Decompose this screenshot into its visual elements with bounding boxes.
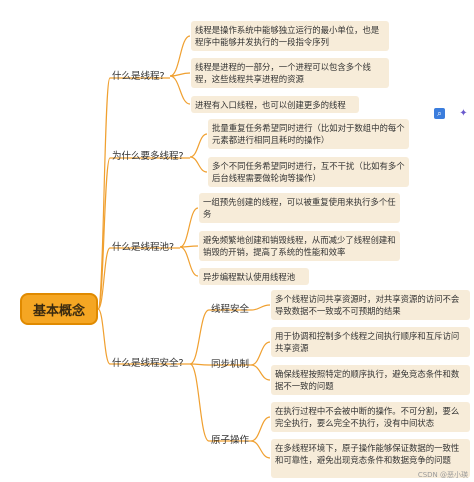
- leaf-text: 进程有入口线程，也可以创建更多的线程: [195, 100, 346, 110]
- leaf-text: 多个线程访问共享资源时，对共享资源的访问不会导致数据不一致或不可预期的结果: [275, 294, 460, 316]
- branch-why-multithread[interactable]: 为什么要多线程?: [112, 148, 184, 162]
- leaf-node[interactable]: 用于协调和控制多个线程之间执行顺序和互斥访问共享资源: [271, 327, 470, 357]
- connector: [189, 363, 210, 366]
- leaf-node[interactable]: 线程是进程的一部分，一个进程可以包含多个线程，这些线程共享进程的资源: [191, 58, 389, 88]
- branch-thread-safety[interactable]: 什么是线程安全?: [112, 355, 184, 369]
- leaf-node[interactable]: 在多线程环境下，原子操作能够保证数据的一致性和可靠性，避免出现竞态条件和数据竞争…: [271, 439, 470, 478]
- connector: [250, 341, 271, 366]
- branch-label: 为什么要多线程?: [112, 151, 184, 162]
- connector: [179, 246, 199, 277]
- connector: [189, 133, 208, 158]
- connector: [169, 75, 191, 105]
- connector: [189, 363, 210, 442]
- leaf-text: 用于协调和控制多个线程之间执行顺序和互斥访问共享资源: [275, 331, 460, 353]
- leaf-node[interactable]: 在执行过程中不会被中断的操作。不可分割，要么完全执行，要么完全不执行，没有中间状…: [271, 402, 470, 432]
- branch-what-is-thread[interactable]: 什么是线程?: [112, 68, 165, 82]
- leaf-node[interactable]: 进程有入口线程，也可以创建更多的线程: [191, 96, 359, 113]
- branch-label: 什么是线程?: [112, 71, 165, 82]
- connector: [97, 157, 111, 310]
- branch-label: 什么是线程安全?: [112, 358, 184, 369]
- root-node[interactable]: 基本概念: [20, 293, 98, 325]
- root-label: 基本概念: [32, 303, 85, 319]
- leaf-node[interactable]: 线程是操作系统中能够独立运行的最小单位，也是程序中能够并发执行的一段指令序列: [191, 21, 389, 51]
- connector: [189, 309, 210, 365]
- search-icon[interactable]: ⌕: [434, 108, 445, 119]
- leaf-text: 在执行过程中不会被中断的操作。不可分割，要么完全执行，要么完全不执行，没有中间状…: [275, 406, 460, 428]
- leaf-text: 批量重复任务希望同时进行（比如对于数组中的每个元素都进行相同且耗时的操作）: [212, 123, 405, 145]
- sparkle-icon[interactable]: ✦: [458, 108, 469, 119]
- connector: [250, 364, 271, 381]
- leaf-node[interactable]: 避免频繁地创建和销毁线程，从而减少了线程创建和销毁的开销，提高了系统的性能和效率: [199, 231, 400, 261]
- leaf-node[interactable]: 确保线程按照特定的顺序执行，避免竞态条件和数据不一致的问题: [271, 365, 470, 395]
- leaf-node[interactable]: 异步编程默认使用线程池: [199, 268, 309, 285]
- leaf-text: 多个不同任务希望同时进行，互不干扰（比如有多个后台线程需要做轮询等操作）: [212, 161, 405, 183]
- leaf-text: 线程是操作系统中能够独立运行的最小单位，也是程序中能够并发执行的一段指令序列: [195, 25, 380, 47]
- connector: [97, 308, 111, 365]
- branch-thread-pool[interactable]: 什么是线程池?: [112, 239, 174, 253]
- subbranch-label: 原子操作: [211, 435, 250, 446]
- connector: [179, 207, 199, 248]
- leaf-text: 异步编程默认使用线程池: [203, 272, 296, 282]
- branch-label: 什么是线程池?: [112, 242, 175, 253]
- watermark: CSDN @恶小瑛: [417, 471, 468, 479]
- leaf-node[interactable]: 批量重复任务希望同时进行（比如对于数组中的每个元素都进行相同且耗时的操作）: [208, 119, 409, 149]
- connector: [169, 35, 191, 77]
- connector: [250, 416, 271, 442]
- leaf-text: 一组预先创建的线程，可以被重复使用来执行多个任务: [203, 197, 396, 219]
- subbranch-sync-mechanism[interactable]: 同步机制: [211, 356, 249, 370]
- connector: [189, 156, 208, 173]
- connector: [250, 304, 271, 311]
- leaf-node[interactable]: 多个不同任务希望同时进行，互不干扰（比如有多个后台线程需要做轮询等操作）: [208, 157, 409, 187]
- leaf-text: 在多线程环境下，原子操作能够保证数据的一致性和可靠性，避免出现竞态条件和数据竞争…: [275, 443, 460, 465]
- leaf-text: 避免频繁地创建和销毁线程，从而减少了线程创建和销毁的开销，提高了系统的性能和效率: [203, 235, 396, 257]
- leaf-text: 线程是进程的一部分，一个进程可以包含多个线程，这些线程共享进程的资源: [195, 62, 371, 84]
- leaf-text: 确保线程按照特定的顺序执行，避免竞态条件和数据不一致的问题: [275, 369, 460, 391]
- subbranch-atomic-operation[interactable]: 原子操作: [211, 432, 249, 446]
- subbranch-thread-safety[interactable]: 线程安全: [211, 301, 249, 315]
- connector: [250, 440, 271, 459]
- subbranch-label: 线程安全: [211, 304, 250, 315]
- connector: [97, 247, 111, 310]
- subbranch-label: 同步机制: [211, 359, 250, 370]
- leaf-node[interactable]: 一组预先创建的线程，可以被重复使用来执行多个任务: [199, 193, 400, 223]
- leaf-node[interactable]: 多个线程访问共享资源时，对共享资源的访问不会导致数据不一致或不可预期的结果: [271, 290, 470, 320]
